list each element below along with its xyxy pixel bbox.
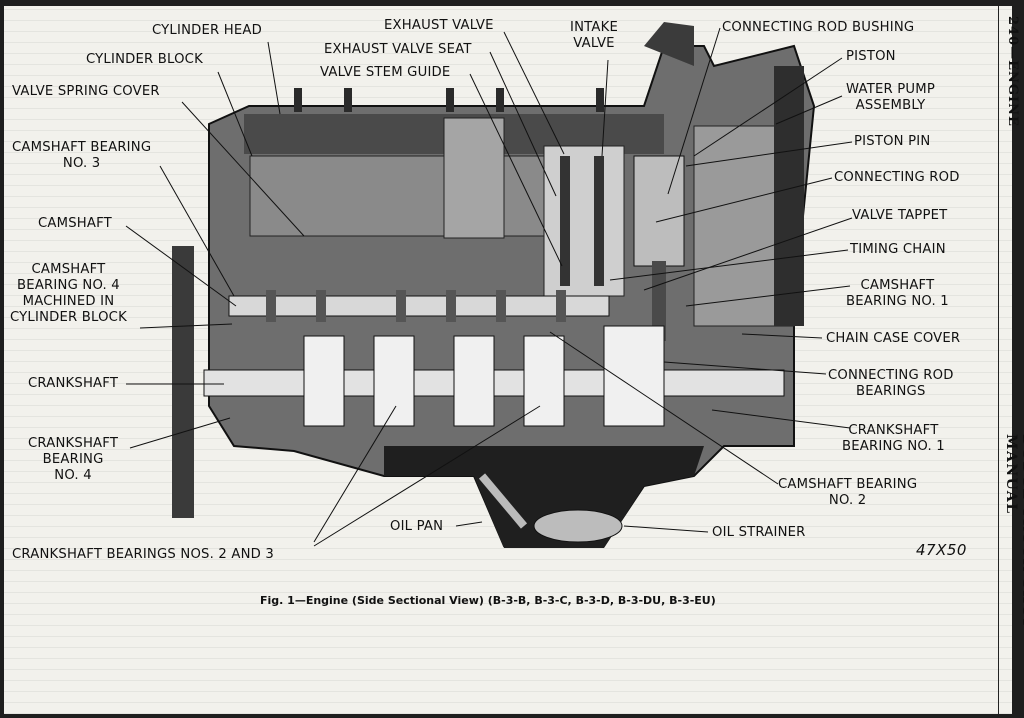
label-oil-strainer: OIL STRAINER — [712, 525, 806, 540]
flywheel-housing — [172, 246, 194, 518]
manual-page: CYLINDER HEAD CYLINDER BLOCK VALVE SPRIN… — [4, 6, 1024, 714]
intake-manifold — [443, 117, 505, 239]
label-piston: PISTON — [846, 49, 896, 64]
figure-caption: Fig. 1—Engine (Side Sectional View) (B-3… — [260, 594, 716, 607]
label-piston-pin: PISTON PIN — [854, 134, 931, 149]
manual-title: DODGE TRUCK SHOP MANUAL — [1003, 434, 1024, 631]
label-camshaft-bearing-2: CAMSHAFT BEARING NO. 2 — [778, 477, 918, 508]
fan-blade — [774, 66, 804, 326]
label-intake-valve: INTAKE VALVE — [570, 20, 618, 51]
label-valve-tappet: VALVE TAPPET — [852, 208, 948, 223]
label-valve-stem-guide: VALVE STEM GUIDE — [320, 65, 451, 80]
label-crankshaft: CRANKSHAFT — [28, 376, 119, 391]
label-connecting-rod-bearings: CONNECTING ROD BEARINGS — [828, 368, 954, 399]
valve-section — [543, 145, 625, 297]
label-crankshaft-bearing-1: CRANKSHAFT BEARING NO. 1 — [842, 423, 945, 454]
figure-code: 47X50 — [916, 541, 967, 559]
label-valve-spring-cover: VALVE SPRING COVER — [12, 84, 160, 99]
water-outlet — [644, 22, 694, 66]
leader-lines — [125, 27, 853, 547]
label-cylinder-block: CYLINDER BLOCK — [86, 52, 203, 67]
page-header: 240—ENGINE — [1005, 16, 1020, 127]
label-timing-chain: TIMING CHAIN — [850, 242, 946, 257]
label-camshaft-bearing-3: CAMSHAFT BEARING NO. 3 — [12, 140, 152, 171]
sidebar-divider — [998, 6, 999, 714]
label-camshaft-bearing-4: CAMSHAFT BEARING NO. 4 MACHINED IN CYLIN… — [10, 262, 127, 325]
valve-spring-cover — [249, 155, 581, 237]
camshaft — [228, 295, 610, 317]
label-camshaft-bearing-1: CAMSHAFT BEARING NO. 1 — [846, 278, 949, 309]
label-exhaust-valve-seat: EXHAUST VALVE SEAT — [324, 42, 472, 57]
label-chain-case-cover: CHAIN CASE COVER — [826, 331, 961, 346]
engine-sectional-illustration — [125, 22, 853, 548]
piston — [633, 155, 685, 267]
oil-pan — [384, 446, 704, 548]
label-crankshaft-bearings-2-3: CRANKSHAFT BEARINGS NOS. 2 AND 3 — [12, 547, 274, 562]
oil-pickup-tube — [478, 473, 528, 529]
label-crankshaft-bearing-4: CRANKSHAFT BEARING NO. 4 — [28, 436, 119, 483]
label-cylinder-head: CYLINDER HEAD — [152, 23, 262, 38]
label-oil-pan: OIL PAN — [390, 519, 444, 534]
connecting-rod — [652, 261, 666, 341]
label-exhaust-valve: EXHAUST VALVE — [384, 18, 494, 33]
label-connecting-rod-bushing: CONNECTING ROD BUSHING — [722, 20, 915, 35]
label-camshaft: CAMSHAFT — [38, 216, 112, 231]
oil-strainer — [533, 509, 623, 543]
label-connecting-rod: CONNECTING ROD — [834, 170, 960, 185]
label-water-pump-assembly: WATER PUMP ASSEMBLY — [846, 82, 935, 113]
